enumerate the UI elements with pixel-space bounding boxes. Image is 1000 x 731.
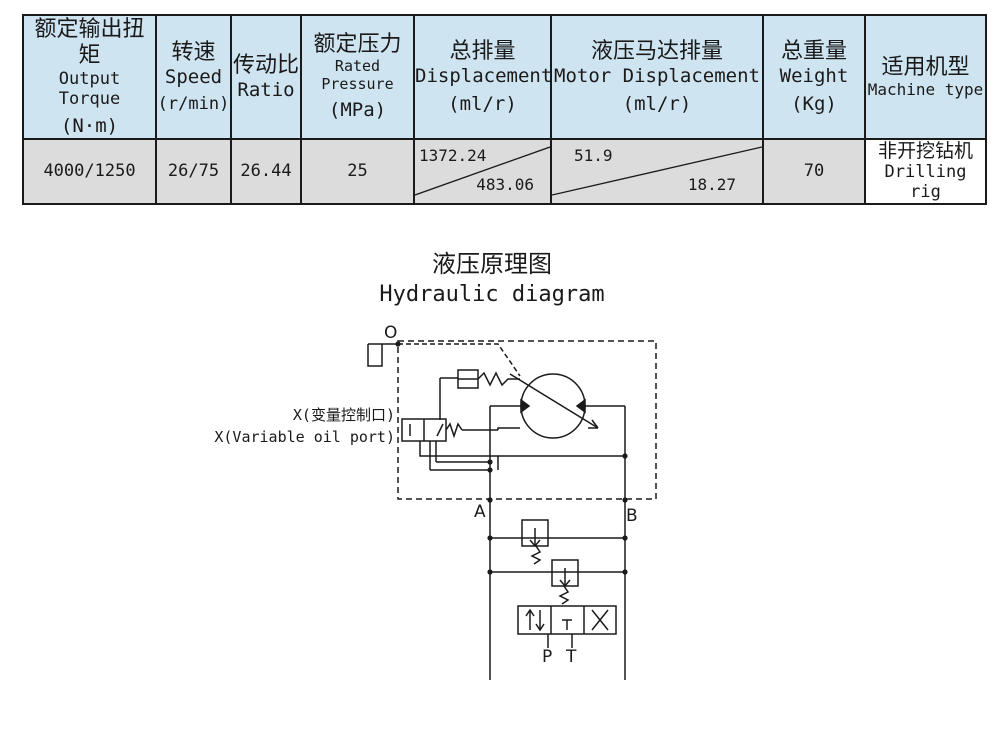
diagonal-divider — [552, 146, 762, 196]
label-t: T — [565, 647, 577, 667]
spec-table: 额定输出扭矩 Output Torque (N·m) 转速 Speed (r/m… — [22, 14, 987, 205]
label-b: B — [626, 506, 638, 526]
cell-speed: 26/75 — [155, 138, 232, 205]
label-x-en: X(Variable oil port) — [214, 428, 395, 446]
header-torque: 额定输出扭矩 Output Torque (N·m) — [22, 14, 157, 140]
header-motor-displacement: 液压马达排量 Motor Displacement (ml/r) — [550, 14, 764, 140]
tank-icon — [367, 344, 383, 367]
displacement-max: 1372.24 — [419, 146, 487, 166]
diagonal-divider — [415, 146, 550, 196]
pilot-line — [398, 343, 521, 377]
header-weight: 总重量 Weight (Kg) — [762, 14, 866, 140]
header-ratio: 传动比 Ratio — [230, 14, 302, 140]
relief-spring-1-icon — [530, 545, 542, 565]
cell-displacement: 1372.24 483.06 — [413, 138, 552, 205]
cell-motor-displacement: 51.9 18.27 — [550, 138, 764, 205]
motor-displacement-max: 51.9 — [574, 146, 613, 166]
motor-displacement-min: 18.27 — [687, 175, 736, 195]
servo-spring-icon — [477, 371, 520, 387]
diagram-title-zh: 液压原理图 — [432, 250, 552, 278]
cell-weight: 70 — [762, 138, 866, 205]
motor-housing-boundary — [397, 340, 657, 500]
table-row: 4000/1250 26/75 26.44 25 1372.24 483.06 … — [22, 138, 987, 205]
label-x-zh: X(变量控制口) — [293, 406, 395, 424]
label-a: A — [474, 502, 486, 522]
header-machine-type: 适用机型 Machine type — [864, 14, 987, 140]
label-p: P — [542, 647, 552, 667]
header-pressure: 额定压力 Rated Pressure (MPa) — [300, 14, 415, 140]
junction-dots — [395, 341, 628, 575]
directional-valve — [517, 605, 617, 635]
variable-arrow — [509, 373, 599, 429]
cell-pressure: 25 — [300, 138, 415, 205]
cell-machine-type: 非开挖钻机 Drilling rig — [864, 138, 987, 205]
header-displacement: 总排量 Displacement (ml/r) — [413, 14, 552, 140]
displacement-min: 483.06 — [476, 175, 534, 195]
control-spring-icon — [445, 422, 463, 439]
variable-motor-icon — [520, 373, 586, 439]
motor-port-triangle-left — [520, 398, 531, 414]
relief-spring-2-icon — [558, 585, 570, 605]
table-header-row: 额定输出扭矩 Output Torque (N·m) 转速 Speed (r/m… — [22, 14, 987, 140]
header-speed: 转速 Speed (r/min) — [155, 14, 232, 140]
variable-arrowhead — [588, 419, 599, 429]
cell-ratio: 26.44 — [230, 138, 302, 205]
label-o: O — [384, 323, 397, 343]
motor-port-triangle-right — [575, 398, 586, 414]
cell-torque: 4000/1250 — [22, 138, 157, 205]
diagram-title-en: Hydraulic diagram — [379, 282, 605, 307]
